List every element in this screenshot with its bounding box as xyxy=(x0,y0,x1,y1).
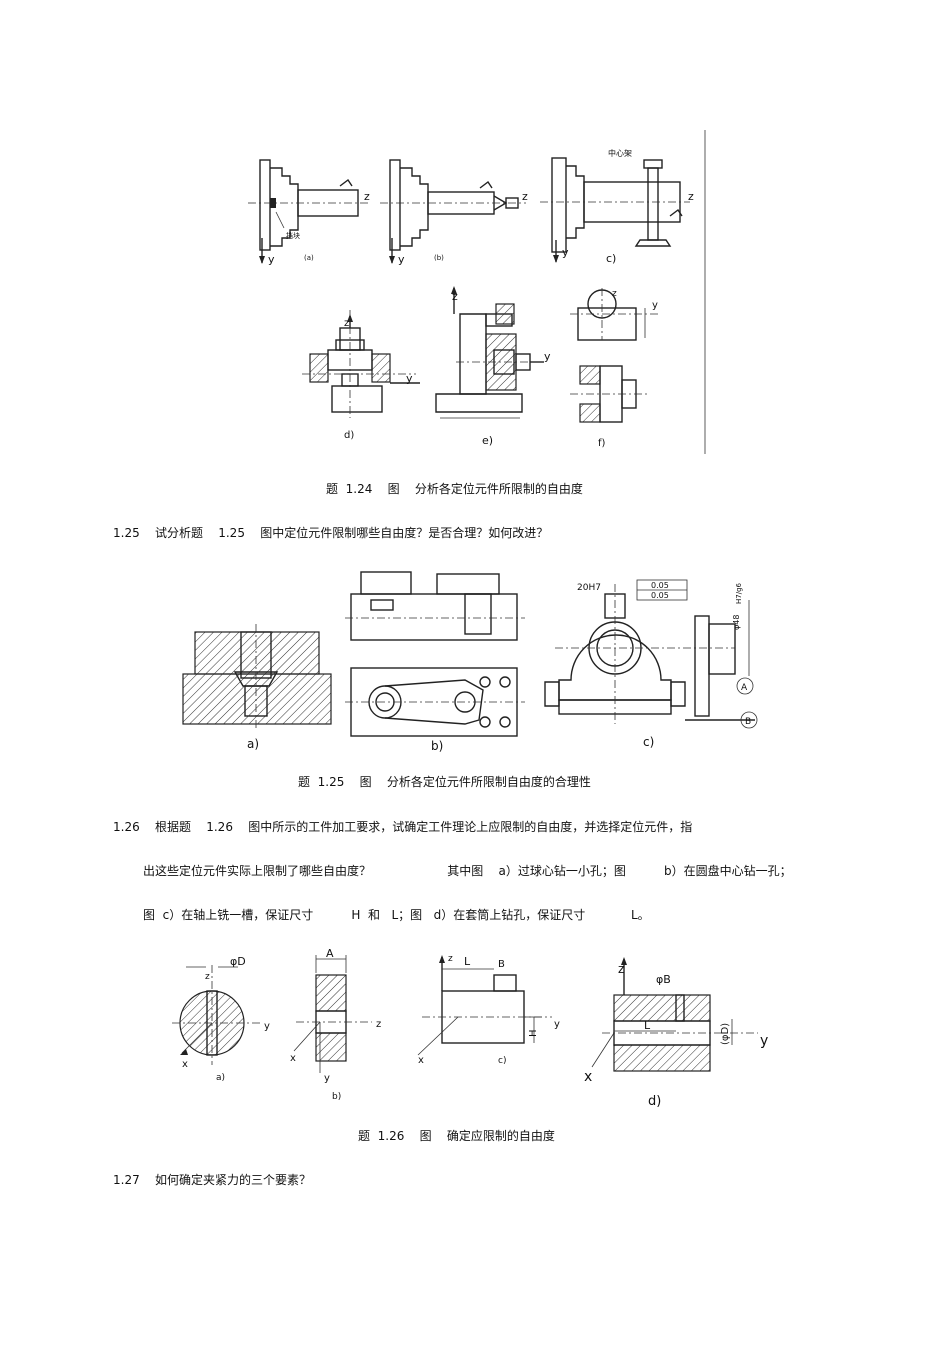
figure-1-25: a) b) xyxy=(182,571,758,753)
fig124-c-diagram xyxy=(540,157,690,263)
fig124-f-label: f) xyxy=(598,438,606,449)
fig126-c-x: x xyxy=(418,1055,424,1066)
fig125-c-label: c) xyxy=(643,735,654,749)
fig124-f-diagram xyxy=(570,288,660,423)
fig126-b-diagram xyxy=(293,955,372,1073)
fig124-a-diagram xyxy=(248,159,370,264)
fig125-b-diagram xyxy=(345,571,525,737)
fig125-c-tol1: 0.05 xyxy=(651,581,669,590)
fig126-c-diagram xyxy=(417,955,552,1056)
fig126-a-phiD: φD xyxy=(230,955,246,968)
fig124-c-z: z xyxy=(688,190,694,203)
fig126-b-z: z xyxy=(376,1019,381,1030)
fig124-f-z: z xyxy=(612,289,617,299)
fig126-a-x: x xyxy=(182,1059,188,1070)
fig124-d-label: d) xyxy=(344,430,354,441)
fig125-c-diagram xyxy=(544,579,758,729)
fig125-c-datum-b: B xyxy=(745,717,751,727)
question-1-26-line1: 1.26 根据题 1.26 图中所示的工件加工要求，试确定工件理论上应限制的自由… xyxy=(113,820,693,834)
fig124-c-y: y xyxy=(562,246,569,259)
fig125-b-label: b) xyxy=(431,739,443,753)
fig124-e-z: z xyxy=(452,290,458,303)
fig124-d-z: z xyxy=(344,318,349,329)
fig124-c-center-rest: 中心架 xyxy=(608,148,632,158)
figure-1-26-caption: 题 1.26 图 确定应限制的自由度 xyxy=(358,1129,555,1143)
question-1-26-line3: 图 c）在轴上铣一槽，保证尺寸 H 和 L；图 d）在套筒上钻孔，保证尺寸 L。 xyxy=(143,908,650,922)
fig126-c-z: z xyxy=(448,954,453,964)
fig126-b-A: A xyxy=(326,947,334,960)
fig126-b-y: y xyxy=(324,1073,330,1084)
question-1-25: 1.25 试分析题 1.25 图中定位元件限制哪些自由度？是否合理？如何改进？ xyxy=(113,526,549,540)
fig126-b-x: x xyxy=(290,1053,296,1064)
fig124-e-label: e) xyxy=(482,434,493,447)
fig126-d-y: y xyxy=(760,1033,768,1049)
question-1-27: 1.27 如何确定夹紧力的三个要素？ xyxy=(113,1173,311,1187)
fig126-c-B: B xyxy=(498,959,505,970)
figure-1-24-caption: 题 1.24 图 分析各定位元件所限制的自由度 xyxy=(326,482,583,496)
fig126-d-z: z xyxy=(618,962,624,976)
fig124-e-diagram xyxy=(435,286,544,419)
fig125-c-tol2: 0.05 xyxy=(651,591,669,600)
fig125-a-label: a) xyxy=(247,737,259,751)
figure-1-26: φD z y x a) A z x y b) xyxy=(172,947,768,1109)
fig126-a-diagram xyxy=(172,965,262,1065)
fig126-d-L: L xyxy=(644,1019,651,1032)
fig124-f-y: y xyxy=(652,300,658,311)
fig126-c-L: L xyxy=(464,955,471,968)
question-1-26-line2: 出这些定位元件实际上限制了哪些自由度？ 其中图 a）过球心钻一小孔；图 b）在圆… xyxy=(143,864,792,878)
fig125-c-dia: φ48 xyxy=(732,615,741,630)
fig126-d-diagram xyxy=(591,957,758,1072)
fig124-a-label: (a) xyxy=(304,254,314,262)
fig125-c-fit: 20H7 xyxy=(577,583,601,593)
fig126-c-H: H xyxy=(528,1029,539,1037)
fig124-a-y: y xyxy=(268,253,275,266)
fig124-c-label: c) xyxy=(606,252,616,265)
fig126-d-phiD: (φD) xyxy=(720,1023,731,1045)
fig126-b-label: b) xyxy=(332,1092,341,1102)
fig124-b-y: y xyxy=(398,253,405,266)
fig126-a-z: z xyxy=(205,972,210,982)
fig126-c-y: y xyxy=(554,1019,560,1030)
fig126-d-label: d) xyxy=(648,1094,661,1109)
fig126-a-y: y xyxy=(264,1021,270,1032)
fig125-c-fit2: H7/g6 xyxy=(735,582,743,604)
figure-1-25-caption: 题 1.25 图 分析各定位元件所限制自由度的合理性 xyxy=(298,775,591,789)
fig124-a-stop: 挡块 xyxy=(286,231,300,240)
fig124-e-y: y xyxy=(544,350,551,363)
fig126-d-phiB: φB xyxy=(656,973,671,986)
fig126-c-label: c) xyxy=(498,1056,506,1066)
fig125-a-diagram xyxy=(182,624,332,730)
fig125-c-datum-a: A xyxy=(741,683,748,693)
fig124-a-z: z xyxy=(364,190,370,203)
fig126-a-label: a) xyxy=(216,1073,225,1083)
fig124-d-y: y xyxy=(406,372,413,385)
fig124-b-label: (b) xyxy=(434,254,444,262)
figure-1-24: y z 挡块 (a) y z (b) xyxy=(248,130,706,454)
fig124-d-diagram xyxy=(302,310,420,418)
fig124-b-diagram xyxy=(380,159,526,264)
fig126-d-x: x xyxy=(584,1069,592,1085)
fig124-b-z: z xyxy=(522,190,528,203)
